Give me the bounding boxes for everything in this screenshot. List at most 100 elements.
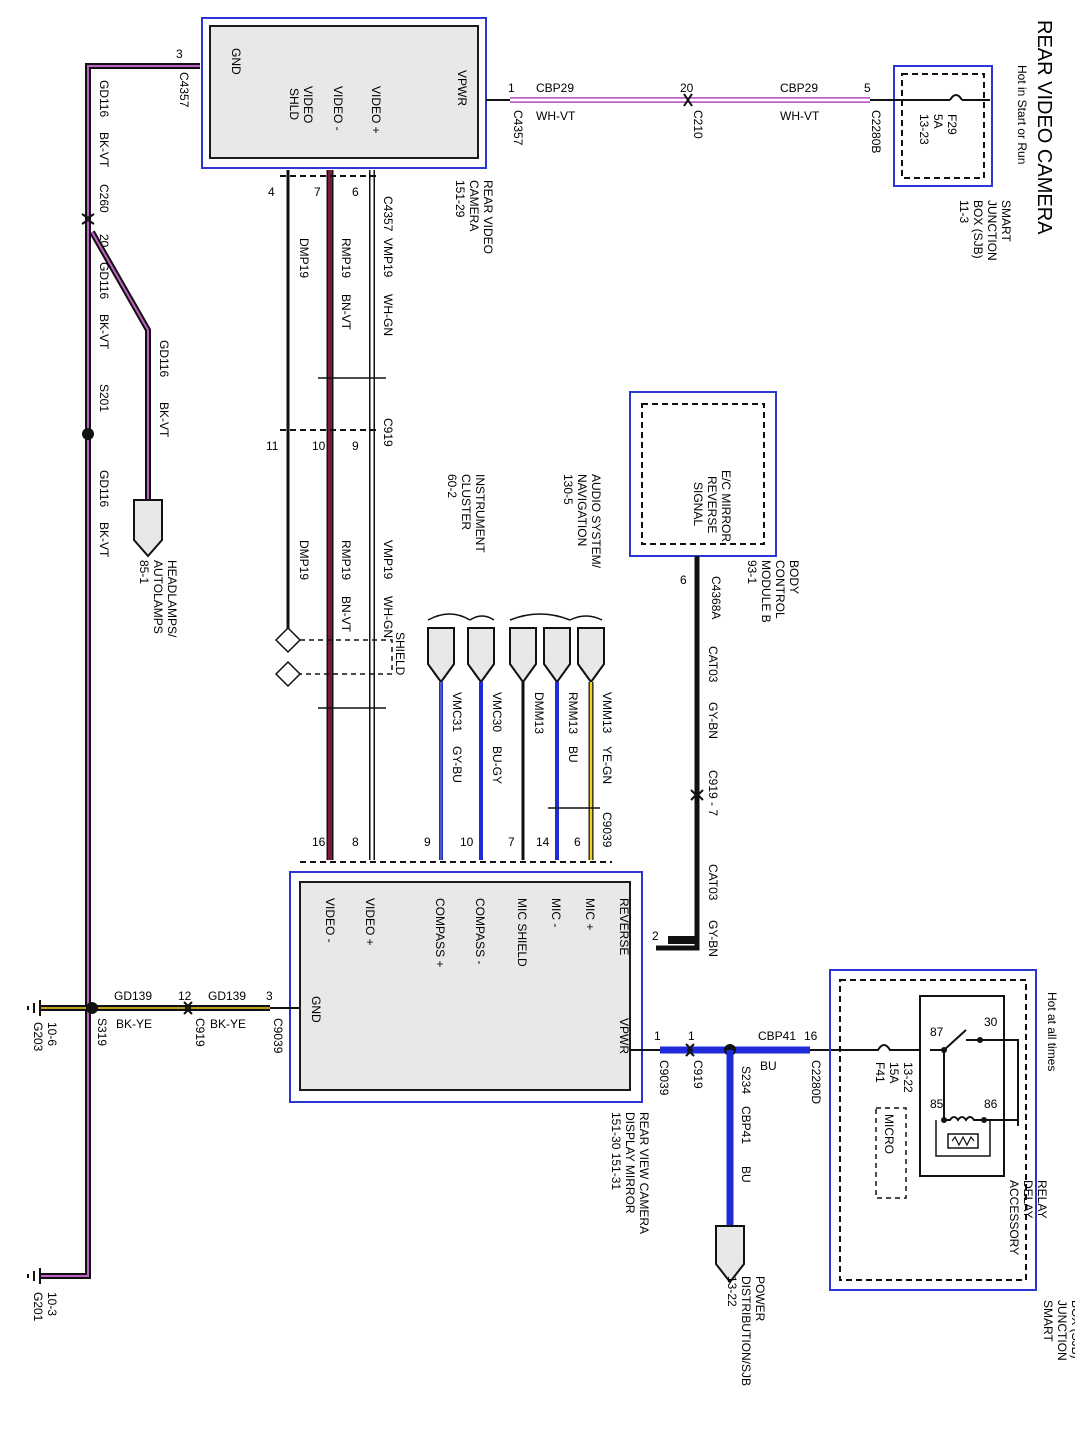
relay-pin-85-dot — [941, 1117, 947, 1123]
audio-label-1: AUDIO SYSTEM/ — [589, 474, 603, 569]
s201-splice-dot — [82, 428, 94, 440]
bcm-name-3: MODULE B — [759, 560, 773, 623]
audio-rmm13-arrow-icon — [543, 627, 571, 684]
pin-c4368a: 6 — [680, 573, 687, 587]
mirror-pin-video-minus: VIDEO - — [323, 898, 337, 943]
wire-gd116-upper-color — [40, 63, 200, 1279]
sjb-bottom-line1: SMART — [1041, 1300, 1055, 1342]
s234-label: S234 — [739, 1066, 753, 1094]
mirror-name-3: 151-30 151-31 — [609, 1112, 623, 1190]
pin-m-vp: 8 — [352, 835, 359, 849]
cluster-label-3: 60-2 — [445, 474, 459, 498]
relay-pin-86-dot — [981, 1117, 987, 1123]
pin-m-cp: 9 — [424, 835, 431, 849]
wire-dmp19-label-2: DMP19 — [297, 540, 311, 580]
wire-gd116-branch-stripe — [91, 231, 149, 500]
c919-gnd-label: C919 — [193, 1018, 207, 1047]
wire-gd116-label-1: GD116 — [97, 80, 111, 117]
c919-pwr-connector-symbol — [685, 1043, 695, 1057]
wire-gd116-label-3: GD116 — [97, 262, 111, 299]
pin-c2280b: 5 — [864, 81, 871, 95]
cam-name-3: 151-29 — [453, 180, 467, 218]
s201-label: S201 — [97, 384, 111, 412]
c2280d-label: C2280D — [809, 1060, 823, 1104]
audio-dmm13-arrow-icon — [509, 627, 537, 684]
wire-gd139-label-1: GD139 — [208, 989, 246, 1003]
sjb-top-frame — [893, 65, 993, 187]
mirror-pin-compass-plus: COMPASS + — [433, 898, 447, 967]
ground-g203-icon — [27, 1000, 41, 1016]
wire-vmc31-label: VMC31 — [450, 692, 464, 732]
cluster-label-1: INSTRUMENT — [473, 474, 487, 553]
relay-pin-86: 86 — [984, 1097, 998, 1111]
sjb-bottom-inner — [839, 979, 1027, 1281]
pin-m-micp: 6 — [574, 835, 581, 849]
micro-box — [875, 1107, 907, 1199]
headlamps-arrow-icon — [133, 499, 163, 558]
wire-whvt-label-1: WH-VT — [536, 109, 576, 123]
c919-7-connector-symbol — [690, 789, 704, 801]
relay-name-2: DELAY — [1021, 1180, 1035, 1218]
fuse-f29-ref: 13-23 — [917, 114, 931, 145]
cam-pin-video-plus: VIDEO + — [369, 86, 383, 134]
mirror-pin-mic-minus: MIC - — [549, 898, 563, 927]
fuse-f41-symbol — [870, 1044, 930, 1051]
wire-cbp41-label-2: CBP41 — [739, 1106, 753, 1144]
sjb-bottom-line2: JUNCTION — [1055, 1300, 1069, 1361]
wire-bu-label-1: BU — [760, 1059, 777, 1073]
sjb-bottom-frame — [829, 969, 1037, 1291]
pin-c919-pwr: 1 — [688, 1029, 695, 1043]
wire-bnvt-label-1: BN-VT — [339, 294, 353, 331]
ground-g201-icon — [27, 1268, 41, 1284]
c919-video-label: C919 — [381, 418, 395, 447]
wire-yegn-label: YE-GN — [600, 746, 614, 784]
g203-label-2: 10-6 — [45, 1022, 59, 1046]
s319-splice-dot — [86, 1002, 98, 1014]
bcm-module-1: E/C MIRROR — [719, 470, 733, 542]
bcm-name-1: BODY — [787, 560, 801, 594]
relay-coil-icon — [943, 1050, 1018, 1122]
cam-pin-shld-1: VIDEO — [301, 86, 315, 123]
cluster-vmc31-arrow-icon — [427, 627, 455, 684]
c919-7-label: C919 - 7 — [706, 770, 720, 816]
wire-dmm13-label: DMM13 — [532, 692, 546, 734]
mirror-pin-gnd: GND — [309, 996, 323, 1023]
c4368a-label: C4368A — [709, 576, 723, 619]
audio-vmm13-arrow-icon — [577, 627, 605, 684]
c210-connector-symbol — [683, 93, 693, 107]
mirror-name-2: DISPLAY MIRROR — [623, 1112, 637, 1214]
pin-cam-shld: 4 — [268, 185, 275, 199]
sjb-top-inner — [901, 73, 985, 179]
wire-cbp41-label-1: CBP41 — [758, 1029, 796, 1043]
power-dist-label-3: 13-22 — [725, 1276, 739, 1307]
wire-gd139-label-2: GD139 — [114, 989, 152, 1003]
c4357-video-label: C4357 — [381, 196, 395, 232]
fuse-f41-ref: 13-22 — [901, 1062, 915, 1093]
pin-m-gnd: 3 — [266, 989, 273, 1003]
relay-pin-30: 30 — [984, 1015, 998, 1029]
sjb-top-line1: SMART — [999, 200, 1013, 242]
sjb-top-line3: BOX (SJB) — [971, 200, 985, 259]
wire-bu-label: BU — [566, 746, 580, 763]
pin-cam-vm: 7 — [314, 185, 321, 199]
wire-bkvt-label-4: BK-VT — [97, 522, 111, 558]
wire-gd116-upper-stripe — [40, 65, 200, 1277]
pin-m-vm: 16 — [312, 835, 326, 849]
relay-pin-85: 85 — [930, 1097, 944, 1111]
bcm-inner — [641, 403, 765, 545]
wire-cat03-label-2: CAT03 — [706, 864, 720, 901]
wire-cat03-label-1: CAT03 — [706, 646, 720, 683]
wire-whvt-label-2: WH-VT — [780, 109, 820, 123]
sjb-top-line2: JUNCTION — [985, 200, 999, 261]
relay-resistor-zigzag — [951, 1135, 975, 1147]
pin-m-ms: 7 — [508, 835, 515, 849]
pin-m-micm: 14 — [536, 835, 550, 849]
shield-label: SHIELD — [393, 632, 407, 676]
c210-label: C210 — [691, 110, 705, 139]
wire-cbp29-label-1: CBP29 — [536, 81, 574, 95]
mirror-pin-mic-shield: MIC SHIELD — [515, 898, 529, 967]
wire-bkvt-label-1: BK-VT — [97, 132, 111, 168]
wire-rmp19-label-1: RMP19 — [339, 238, 353, 278]
relay-coil-bracket — [935, 1120, 991, 1157]
pin-c919-shld: 11 — [266, 439, 279, 453]
